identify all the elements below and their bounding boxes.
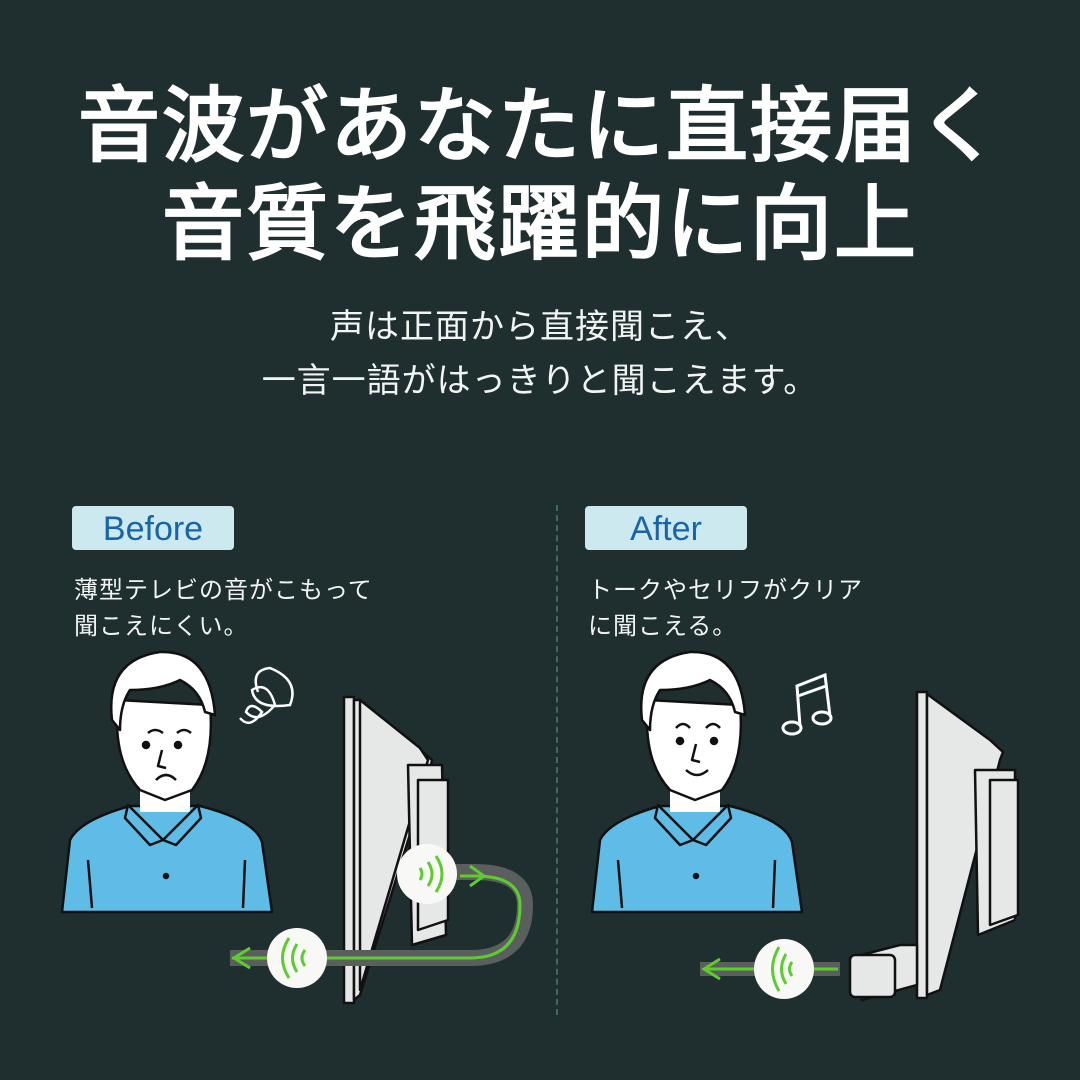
confused-person [60, 650, 274, 914]
subtext: 声は正面から直接聞こえ、 一言一語がはっきりと聞こえます。 [0, 300, 1080, 408]
soundbar [848, 953, 897, 999]
before-desc-line-2: 聞こえにくい。 [74, 612, 249, 640]
dashed-divider [556, 505, 558, 1015]
headline-line-2: 音質を飛躍的に向上 [161, 177, 918, 272]
sound-wave-icon-reflected [267, 928, 327, 988]
after-badge: After [585, 506, 747, 550]
music-note-icon [781, 672, 833, 736]
scribble-icon [239, 666, 294, 725]
happy-person [590, 650, 804, 914]
sound-wave-icon-direct [754, 939, 814, 999]
before-illustration [60, 650, 534, 1005]
headline: 音波があなたに直接届く 音質を飛躍的に向上 [0, 78, 1080, 274]
sound-wave-icon-outgoing [397, 844, 457, 904]
tv-with-soundbar [848, 690, 1020, 1002]
after-desc-line-1: トークやセリフがクリア [588, 576, 863, 604]
headline-line-1: 音波があなたに直接届く [77, 79, 1002, 174]
after-illustration [590, 650, 1020, 1002]
before-badge: Before [72, 506, 234, 550]
before-desc-line-1: 薄型テレビの音がこもって [74, 576, 373, 604]
after-desc-line-2: に聞こえる。 [588, 612, 738, 640]
before-description: 薄型テレビの音がこもって 聞こえにくい。 [74, 572, 373, 644]
subtext-line-1: 声は正面から直接聞こえ、 [330, 307, 750, 347]
after-description: トークやセリフがクリア に聞こえる。 [588, 572, 863, 644]
subtext-line-2: 一言一語がはっきりと聞こえます。 [261, 361, 819, 401]
